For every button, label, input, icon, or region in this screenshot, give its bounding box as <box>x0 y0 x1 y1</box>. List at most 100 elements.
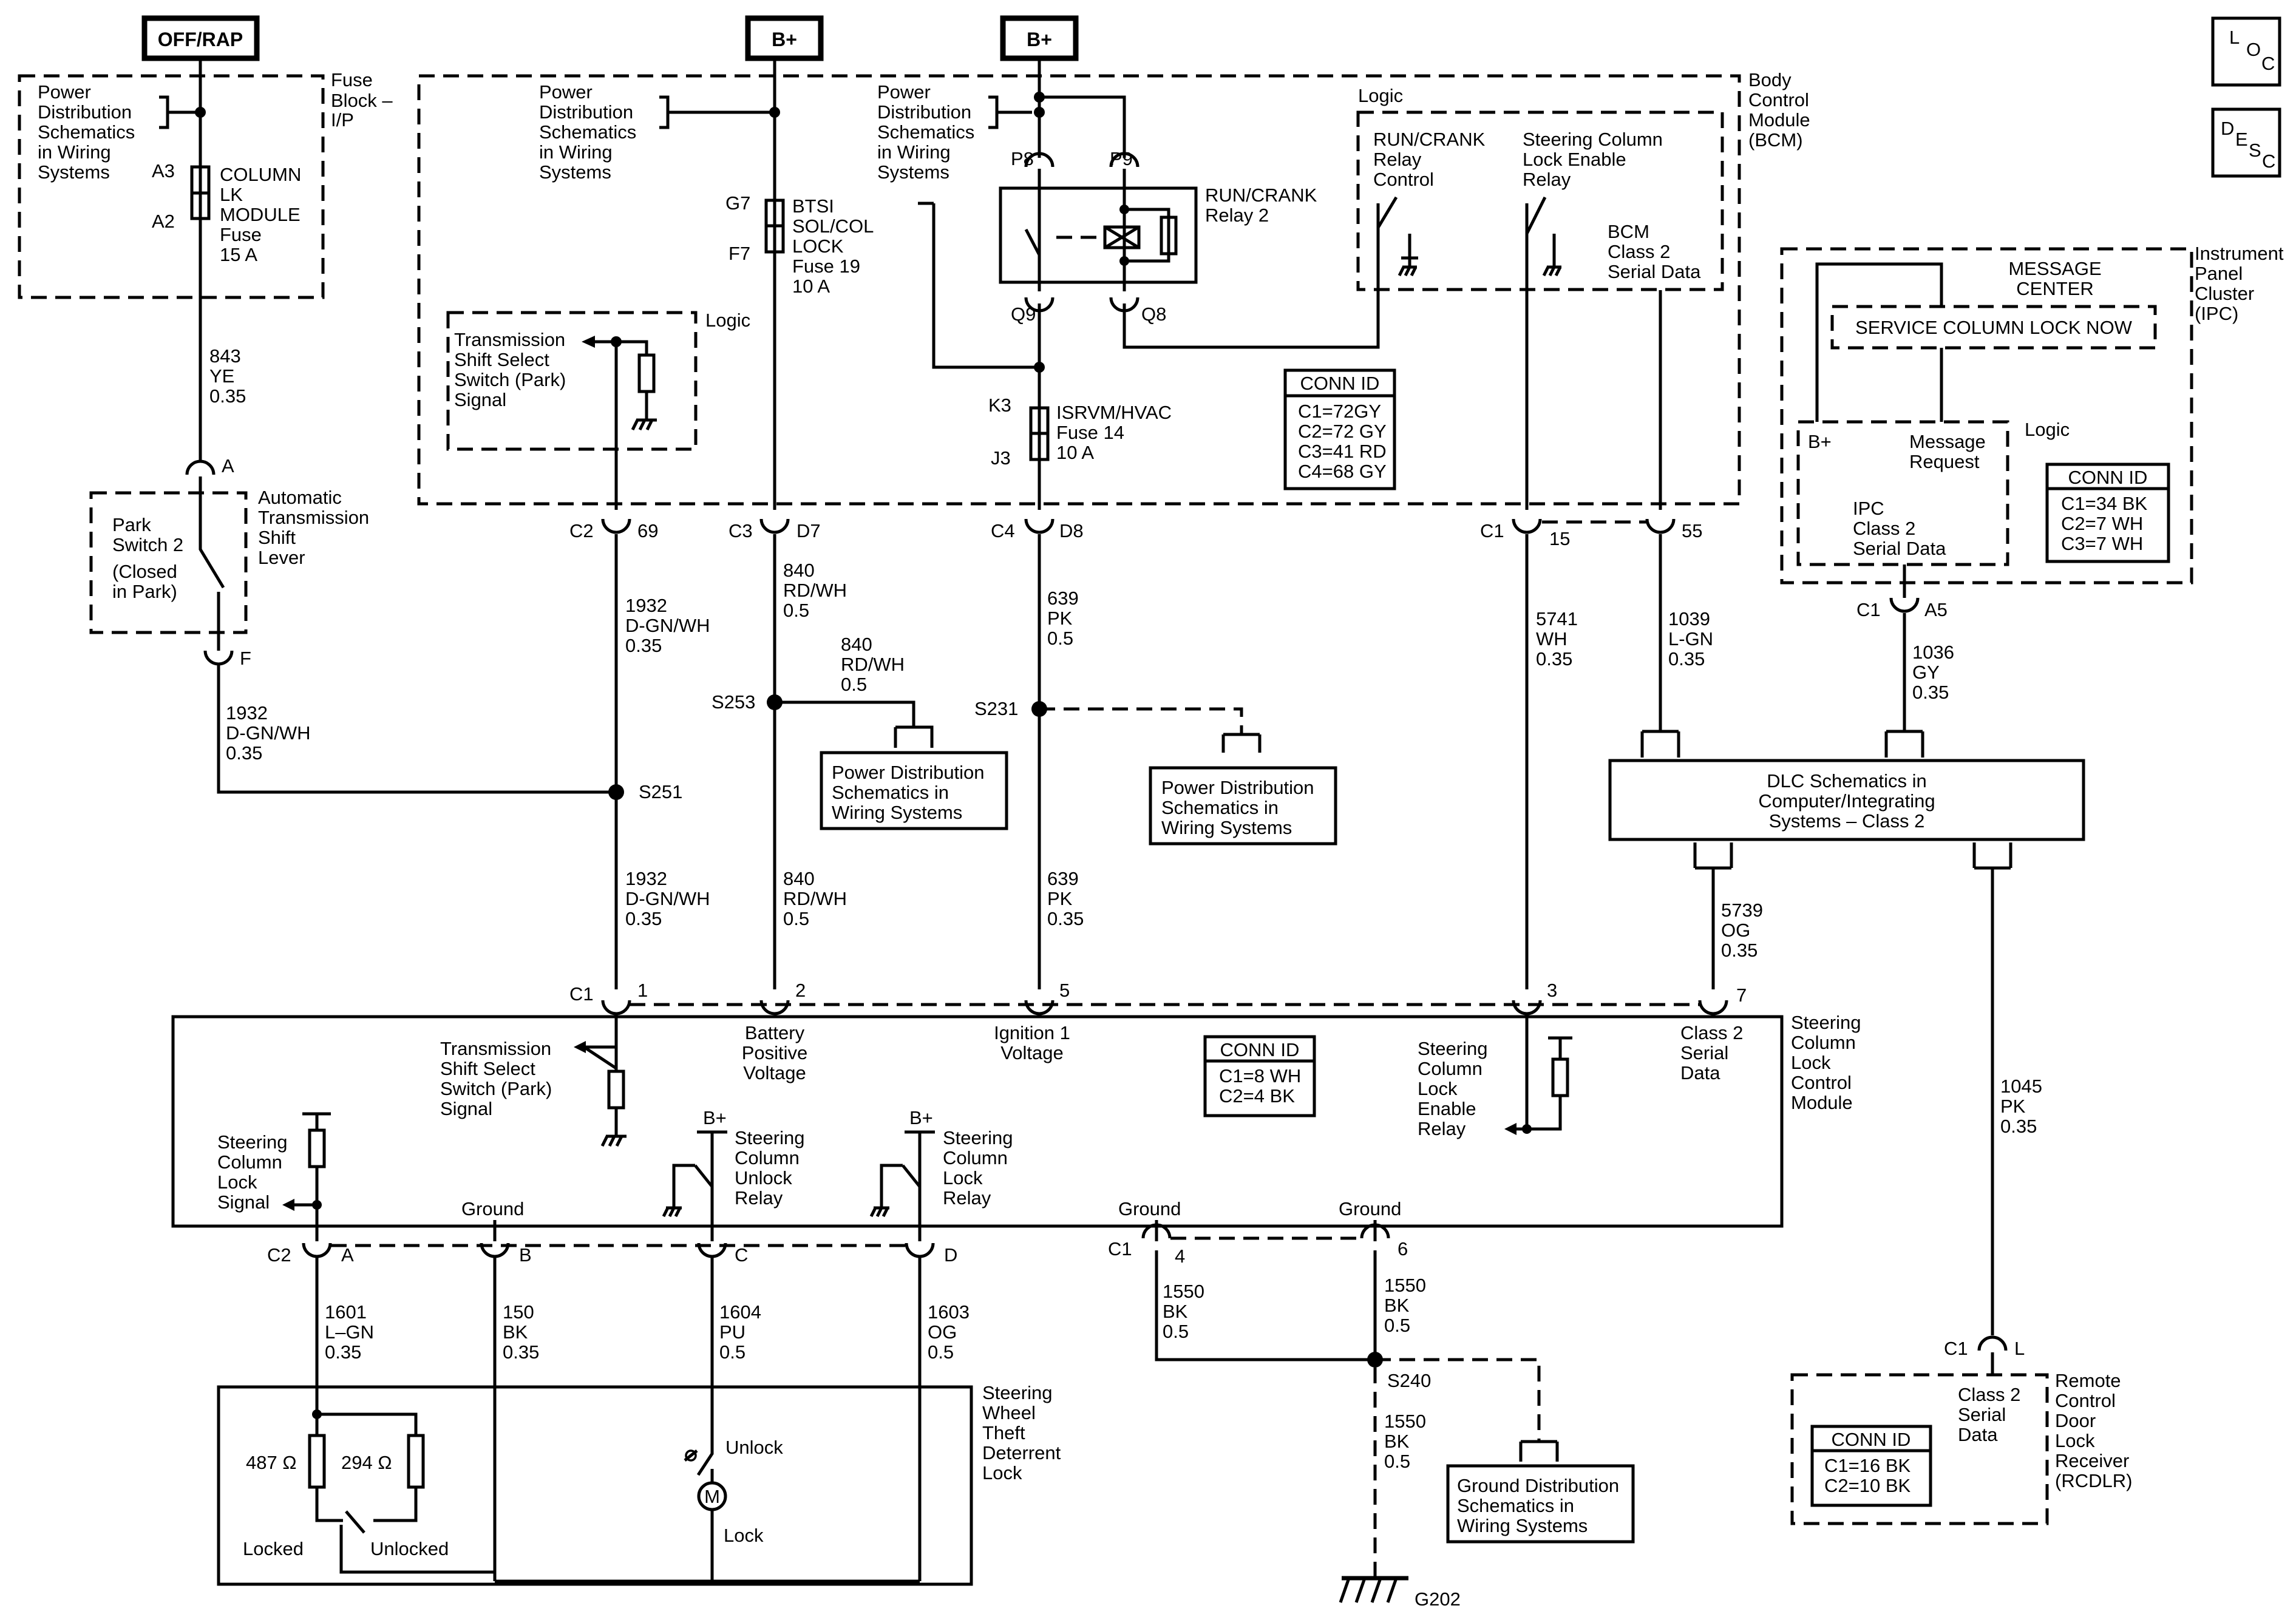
svg-text:3: 3 <box>1547 980 1557 1001</box>
svg-text:S251: S251 <box>639 781 682 802</box>
svg-text:Distribution: Distribution <box>877 101 971 123</box>
bcm-tss-logic-box <box>446 311 698 451</box>
svg-text:Cluster: Cluster <box>2195 283 2254 304</box>
svg-text:Steering: Steering <box>735 1127 804 1148</box>
svg-text:CONN ID: CONN ID <box>1300 373 1380 394</box>
service-column-lock-now-message <box>1830 305 2157 350</box>
svg-text:Serial Data: Serial Data <box>1608 261 1701 282</box>
bcm-connector-c2-69: C2 69 <box>569 518 658 541</box>
svg-text:Class 2: Class 2 <box>1680 1022 1743 1043</box>
svg-text:S240: S240 <box>1387 1370 1431 1391</box>
swtdl-unlock-label: Unlock <box>725 1437 783 1458</box>
wire-5741-label: 5741 WH 0.35 <box>1536 608 1578 670</box>
svg-text:RD/WH: RD/WH <box>783 580 847 601</box>
splice-s251 <box>608 784 624 800</box>
svg-text:Automatic: Automatic <box>258 487 342 508</box>
svg-text:0.5: 0.5 <box>841 674 867 695</box>
wire-5739-label: 5739 OG 0.35 <box>1721 900 1763 961</box>
svg-text:Wiring Systems: Wiring Systems <box>832 802 962 823</box>
svg-text:MESSAGE: MESSAGE <box>2008 258 2101 279</box>
svg-text:DLC Schematics in: DLC Schematics in <box>1767 770 1927 792</box>
svg-text:L: L <box>2229 27 2240 48</box>
ipc-logic-label: Logic <box>2025 419 2070 440</box>
svg-text:Battery: Battery <box>745 1022 805 1043</box>
svg-text:Lever: Lever <box>258 547 305 568</box>
svg-text:Remote: Remote <box>2055 1370 2121 1391</box>
svg-text:1932: 1932 <box>625 868 667 889</box>
svg-text:840: 840 <box>783 868 815 889</box>
wire-1932-label-b: 1932 D-GN/WH 0.35 <box>625 595 710 656</box>
svg-text:Voltage: Voltage <box>743 1062 806 1083</box>
bcm-logic-label-2: Logic <box>1358 85 1403 106</box>
swtdl-box <box>217 1385 973 1586</box>
svg-text:5741: 5741 <box>1536 608 1578 629</box>
svg-text:D-GN/WH: D-GN/WH <box>625 615 710 636</box>
wire-1045-label: 1045 PK 0.35 <box>2000 1076 2042 1137</box>
rcdlr-class2-label: Class 2 Serial Data <box>1958 1384 2020 1445</box>
svg-text:0.5: 0.5 <box>1384 1451 1410 1472</box>
svg-text:Power: Power <box>38 81 91 103</box>
svg-text:Wheel: Wheel <box>982 1402 1036 1423</box>
svg-text:0.5: 0.5 <box>719 1341 746 1363</box>
sclcm-b-plus-1: B+ <box>703 1107 727 1128</box>
svg-text:Receiver: Receiver <box>2055 1450 2129 1471</box>
svg-text:0.35: 0.35 <box>625 908 662 929</box>
svg-text:10 A: 10 A <box>1056 442 1094 463</box>
svg-text:Steering: Steering <box>982 1382 1052 1403</box>
svg-text:1932: 1932 <box>226 702 268 724</box>
wire-1932-label-c: 1932 D-GN/WH 0.35 <box>625 868 710 929</box>
sclcm-enable-relay-label: Steering Column Lock Enable Relay <box>1418 1038 1487 1139</box>
svg-text:487 Ω: 487 Ω <box>246 1452 297 1473</box>
svg-text:639: 639 <box>1047 868 1079 889</box>
svg-text:Schematics in: Schematics in <box>1161 797 1279 818</box>
svg-text:(RCDLR): (RCDLR) <box>2055 1470 2132 1491</box>
svg-text:D8: D8 <box>1059 520 1084 541</box>
svg-text:Serial Data: Serial Data <box>1853 538 1946 559</box>
svg-text:BTSI: BTSI <box>792 195 834 217</box>
svg-text:Systems: Systems <box>539 161 611 183</box>
sclcm-unlock-relay-label: Steering Column Unlock Relay <box>735 1127 804 1209</box>
svg-text:0.5: 0.5 <box>1163 1321 1189 1342</box>
btsi-pin-g7: G7 <box>725 192 750 214</box>
wire-1039-label: 1039 L-GN 0.35 <box>1668 608 1713 670</box>
svg-text:E: E <box>2235 129 2248 150</box>
svg-text:C1=16 BK: C1=16 BK <box>1824 1455 1911 1476</box>
run-crank-relay-2 <box>999 186 1198 284</box>
loc-icon[interactable]: L O C <box>2211 16 2281 87</box>
svg-text:Relay: Relay <box>943 1187 991 1209</box>
fuse-block-pd-ref: Power Distribution Schematics in Wiring … <box>38 81 135 183</box>
svg-text:Control: Control <box>1791 1072 1852 1093</box>
svg-text:PU: PU <box>719 1321 746 1343</box>
bcm-box <box>417 74 1741 506</box>
svg-text:Module: Module <box>1748 109 1810 131</box>
svg-text:S231: S231 <box>974 698 1018 719</box>
sclcm-c1-pin-6: 6 <box>1360 1223 1408 1259</box>
ipc-message-request-label: Message Request <box>1909 431 1986 472</box>
svg-text:Steering Column: Steering Column <box>1523 129 1663 150</box>
resistor-294 <box>407 1434 425 1489</box>
resistor-487 <box>308 1434 326 1489</box>
sclcm-box <box>171 1015 1784 1228</box>
ipc-b-plus: B+ <box>1808 431 1832 452</box>
relay-pin-p9: P9 <box>1110 148 1133 169</box>
ipc-label: Instrument Panel Cluster (IPC) <box>2195 243 2284 324</box>
desc-icon[interactable]: D E S C <box>2211 107 2281 178</box>
sclcm-conn-id-table <box>1203 1035 1316 1117</box>
wire-1601-label: 1601 L–GN 0.35 <box>325 1301 374 1363</box>
svg-text:L: L <box>2014 1338 2025 1359</box>
svg-text:PK: PK <box>1047 888 1073 909</box>
svg-text:B: B <box>519 1244 532 1266</box>
bcm-right-logic-box <box>1356 110 1724 291</box>
svg-text:Schematics in: Schematics in <box>1457 1495 1574 1516</box>
swtdl-lock-label: Lock <box>724 1525 764 1546</box>
svg-text:0.35: 0.35 <box>2000 1116 2037 1137</box>
svg-text:0.35: 0.35 <box>1721 940 1758 961</box>
svg-text:Switch 2: Switch 2 <box>112 534 183 555</box>
isrvm-fuse-label: ISRVM/HVAC Fuse 14 10 A <box>1056 402 1172 463</box>
svg-text:CONN ID: CONN ID <box>1832 1429 1911 1450</box>
svg-text:Relay: Relay <box>1373 149 1422 170</box>
sclcm-b-plus-2: B+ <box>909 1107 933 1128</box>
wire-1550-label-c: 1550 BK 0.5 <box>1384 1411 1426 1472</box>
svg-text:Control: Control <box>2055 1390 2116 1411</box>
svg-text:Column: Column <box>943 1147 1008 1168</box>
